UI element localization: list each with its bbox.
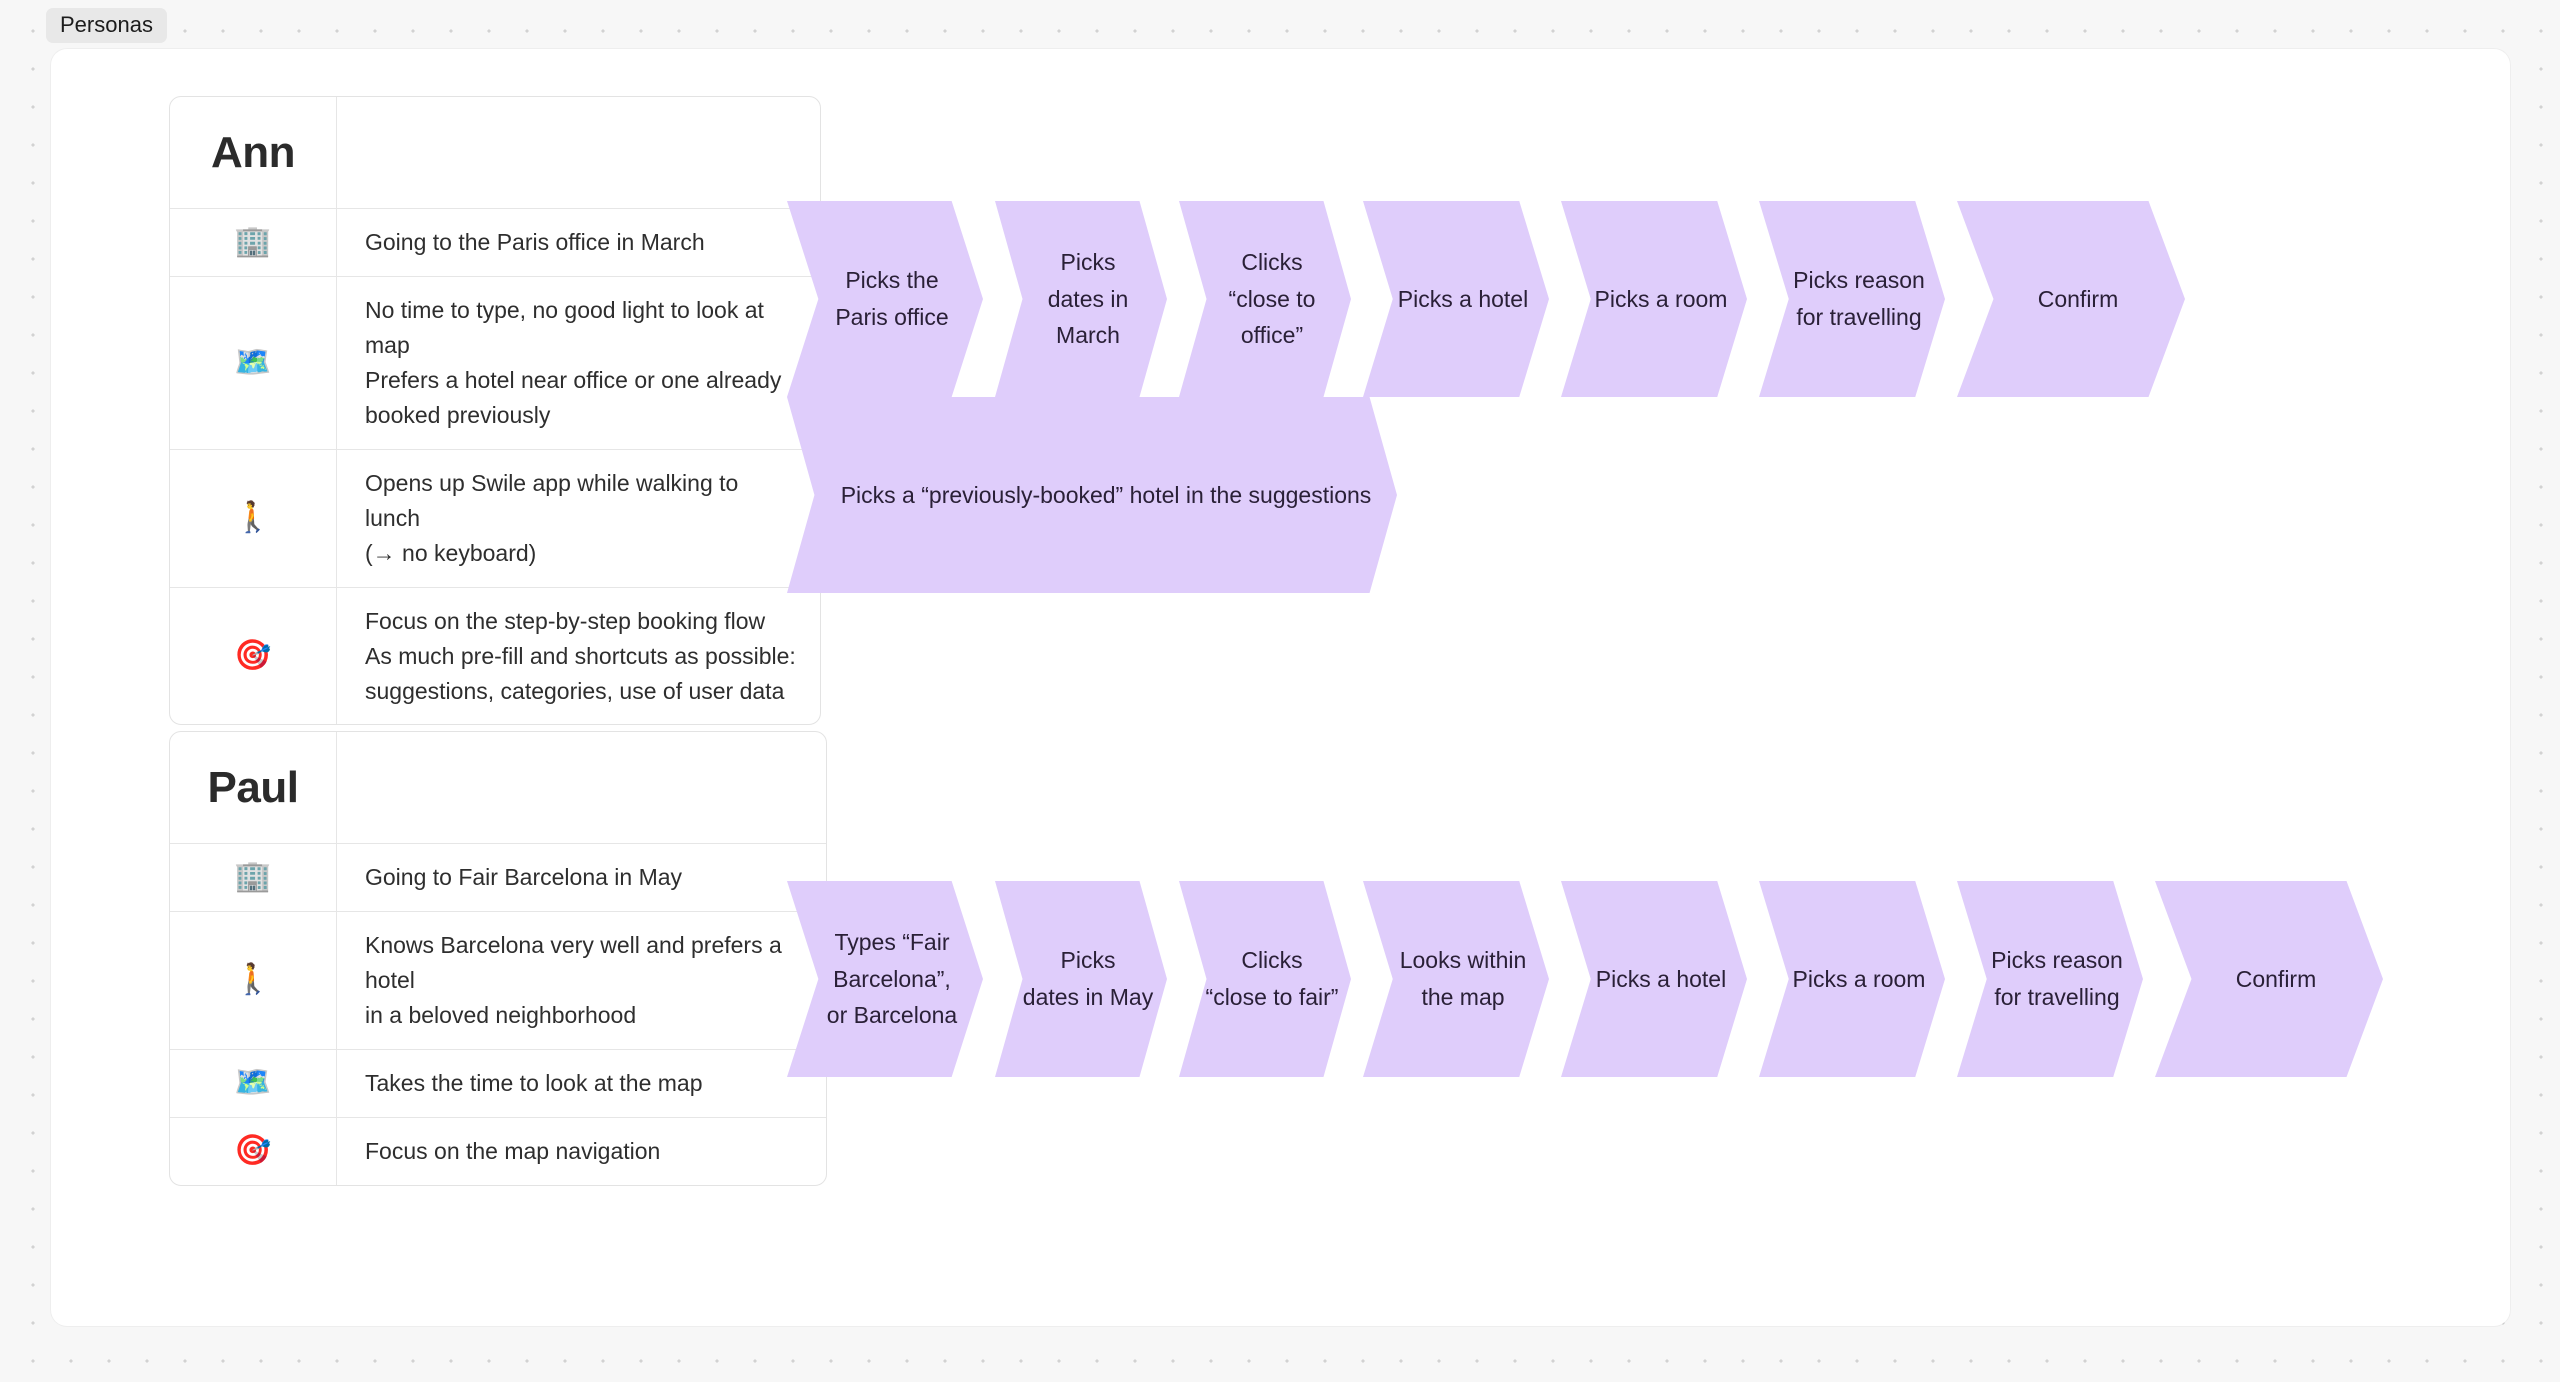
persona-header-row: Paul xyxy=(170,732,826,844)
persona-row-text: Takes the time to look at the map xyxy=(365,1069,703,1096)
table-row[interactable]: 🗺️ Takes the time to look at the map xyxy=(170,1049,826,1118)
table-row[interactable]: 🚶 Knows Barcelona very well and prefers … xyxy=(170,911,826,1050)
person-walking-emoji: 🚶 xyxy=(170,449,337,587)
flow-step[interactable]: Clicks “close to office” xyxy=(1179,201,1351,397)
canvas-frame: Ann 🏢 Going to the Paris office in March… xyxy=(51,49,2510,1326)
flow-step[interactable]: Clicks “close to fair” xyxy=(1179,881,1351,1077)
flow-step[interactable]: Picks dates in March xyxy=(995,201,1167,397)
persona-row-text: Focus on the map navigation xyxy=(365,1137,661,1164)
world-map-emoji: 🗺️ xyxy=(170,1049,337,1117)
persona-row-text: Opens up Swile app while walking to lunc… xyxy=(365,469,739,566)
flow-step[interactable]: Picks a hotel xyxy=(1363,201,1549,397)
persona-table-paul[interactable]: Paul 🏢 Going to Fair Barcelona in May 🚶 … xyxy=(169,731,827,1186)
persona-header-blank xyxy=(337,732,826,843)
person-walking-emoji: 🚶 xyxy=(170,911,337,1049)
flow-step[interactable]: Picks reason for travelling xyxy=(1759,201,1945,397)
flow-step[interactable]: Picks a room xyxy=(1759,881,1945,1077)
flow-step[interactable]: Picks a “previously-booked” hotel in the… xyxy=(787,397,1397,593)
flow-step[interactable]: Picks reason for travelling xyxy=(1957,881,2143,1077)
direct-hit-target-emoji: 🎯 xyxy=(170,587,337,725)
persona-row-text: No time to type, no good light to look a… xyxy=(365,296,782,428)
flow-step[interactable]: Looks within the map xyxy=(1363,881,1549,1077)
flow-ann-main: Picks the Paris office Picks dates in Ma… xyxy=(787,201,2185,397)
persona-name-paul: Paul xyxy=(170,732,337,843)
table-row[interactable]: 🎯 Focus on the map navigation xyxy=(170,1117,826,1185)
persona-row-text: Going to Fair Barcelona in May xyxy=(365,864,683,890)
flow-step[interactable]: Confirm xyxy=(2155,881,2383,1077)
table-row[interactable]: 🎯 Focus on the step-by-step booking flow… xyxy=(170,587,820,725)
persona-name-ann: Ann xyxy=(170,97,337,208)
office-building-emoji: 🏢 xyxy=(170,844,337,911)
table-row[interactable]: 🏢 Going to the Paris office in March xyxy=(170,209,820,277)
office-building-emoji: 🏢 xyxy=(170,209,337,276)
flow-step[interactable]: Types “Fair Barcelona”, or Barcelona xyxy=(787,881,983,1077)
flow-ann-alternate: Picks a “previously-booked” hotel in the… xyxy=(787,397,1397,593)
table-row[interactable]: 🗺️ No time to type, no good light to loo… xyxy=(170,276,820,450)
persona-table-ann[interactable]: Ann 🏢 Going to the Paris office in March… xyxy=(169,96,821,726)
flow-step[interactable]: Picks a hotel xyxy=(1561,881,1747,1077)
table-row[interactable]: 🏢 Going to Fair Barcelona in May xyxy=(170,844,826,912)
direct-hit-target-emoji: 🎯 xyxy=(170,1117,337,1185)
flow-step[interactable]: Picks the Paris office xyxy=(787,201,983,397)
flow-step[interactable]: Picks a room xyxy=(1561,201,1747,397)
world-map-emoji: 🗺️ xyxy=(170,276,337,449)
flow-step[interactable]: Picks dates in May xyxy=(995,881,1167,1077)
persona-row-text: Focus on the step-by-step booking flow A… xyxy=(365,607,796,704)
flow-step[interactable]: Confirm xyxy=(1957,201,2185,397)
table-row[interactable]: 🚶 Opens up Swile app while walking to lu… xyxy=(170,449,820,588)
persona-row-text: Going to the Paris office in March xyxy=(365,229,705,255)
flow-paul-main: Types “Fair Barcelona”, or Barcelona Pic… xyxy=(787,881,2383,1077)
frame-tab-personas[interactable]: Personas xyxy=(46,8,167,44)
persona-row-text: Knows Barcelona very well and prefers a … xyxy=(365,931,782,1028)
persona-header-row: Ann xyxy=(170,97,820,209)
persona-header-blank xyxy=(337,97,820,208)
